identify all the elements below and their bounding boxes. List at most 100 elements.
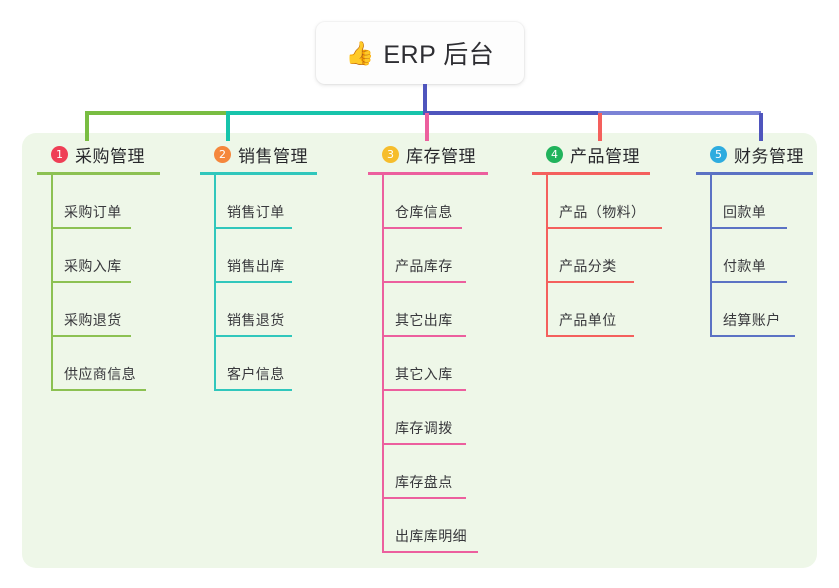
leaf-item[interactable]: 结算账户 [696,283,813,337]
leaf-item[interactable]: 销售出库 [200,229,317,283]
connector-segment-blue-2 [598,111,761,115]
branch-title-inventory: 库存管理 [406,146,476,166]
leaf-item-rule [710,281,787,283]
branch-title-procurement: 采购管理 [75,146,145,166]
branch-title-product: 产品管理 [570,146,640,166]
leaf-item-label: 销售出库 [227,258,285,274]
branch-title-sales: 销售管理 [238,146,308,166]
branch-header-inventory[interactable]: 3 库存管理 [368,141,488,167]
leaf-item[interactable]: 其它出库 [368,283,488,337]
root-connector-stem [423,84,427,115]
leaf-item-label: 销售退货 [227,312,285,328]
leaf-item-label: 产品单位 [559,312,617,328]
branch-badge-procurement: 1 [51,145,68,163]
leaf-item[interactable]: 库存调拨 [368,391,488,445]
leaf-item-rule [382,443,466,445]
leaf-item[interactable]: 付款单 [696,229,813,283]
leaf-item[interactable]: 采购订单 [37,175,160,229]
leaf-item[interactable]: 仓库信息 [368,175,488,229]
leaf-item-rule [214,281,292,283]
leaf-item-rule [710,335,795,337]
leaf-item[interactable]: 回款单 [696,175,813,229]
branch-header-product[interactable]: 4 产品管理 [532,141,650,167]
leaf-item-label: 结算账户 [723,312,781,328]
branch-badge-inventory: 3 [382,145,399,163]
leaf-item[interactable]: 客户信息 [200,337,317,391]
leaf-item[interactable]: 供应商信息 [37,337,160,391]
leaf-item-rule [382,281,466,283]
leaf-item-label: 客户信息 [227,366,285,382]
branch-header-procurement[interactable]: 1 采购管理 [37,141,160,167]
connector-drop-procurement [85,113,89,141]
branch-column-procurement: 1 采购管理采购订单采购入库采购退货供应商信息 [37,141,160,391]
connector-segment-teal [226,111,423,115]
leaf-item-label: 采购订单 [64,204,122,220]
leaf-item-rule [546,335,634,337]
leaf-item-rule [214,389,292,391]
branch-column-inventory: 3 库存管理仓库信息产品库存其它出库其它入库库存调拨库存盘点出库库明细 [368,141,488,553]
leaf-item-rule [382,227,462,229]
branch-column-product: 4 产品管理产品（物料） 产品分类产品单位 [532,141,662,337]
branch-items-sales: 销售订单销售出库销售退货客户信息 [200,175,317,391]
root-node-title: ERP 后台 [383,41,495,69]
branch-stem-procurement [51,175,53,391]
leaf-item-rule [214,227,292,229]
branch-stem-finance [710,175,712,337]
leaf-item-rule [710,227,787,229]
branch-stem-sales [214,175,216,391]
branch-stem-inventory [382,175,384,553]
leaf-item-label: 仓库信息 [395,204,453,220]
branch-rule-finance [696,172,813,175]
leaf-item-rule [382,335,466,337]
connector-segment-blue-1 [423,111,598,115]
leaf-item-rule [51,281,131,283]
leaf-item-label: 产品（物料） [559,204,646,220]
branch-items-finance: 回款单付款单结算账户 [696,175,813,337]
branch-stem-product [546,175,548,337]
leaf-item[interactable]: 销售退货 [200,283,317,337]
leaf-item[interactable]: 库存盘点 [368,445,488,499]
leaf-item[interactable]: 采购入库 [37,229,160,283]
connector-drop-sales [226,113,230,141]
leaf-item-label: 其它出库 [395,312,453,328]
leaf-item-rule [382,551,478,553]
leaf-item-label: 出库库明细 [395,528,467,544]
leaf-item[interactable]: 销售订单 [200,175,317,229]
leaf-item-label: 付款单 [723,258,767,274]
leaf-item[interactable]: 产品分类 [532,229,650,283]
leaf-item-label: 产品分类 [559,258,617,274]
leaf-item-label: 销售订单 [227,204,285,220]
leaf-item[interactable]: 出库库明细 [368,499,488,553]
diagram-panel [22,133,817,568]
leaf-item-label: 其它入库 [395,366,453,382]
leaf-item-rule [546,281,634,283]
branch-items-inventory: 仓库信息产品库存其它出库其它入库库存调拨库存盘点出库库明细 [368,175,488,553]
leaf-item-rule [382,389,466,391]
branch-items-procurement: 采购订单采购入库采购退货供应商信息 [37,175,160,391]
branch-header-sales[interactable]: 2 销售管理 [200,141,317,167]
branch-badge-product: 4 [546,145,563,163]
branch-rule-procurement [37,172,160,175]
leaf-item[interactable]: 产品（物料） [532,175,662,229]
leaf-item-label: 产品库存 [395,258,453,274]
leaf-item[interactable]: 其它入库 [368,337,488,391]
root-node[interactable]: 👍 ERP 后台 [316,22,524,84]
leaf-item[interactable]: 采购退货 [37,283,160,337]
leaf-item-rule [546,227,662,229]
branch-rule-sales [200,172,317,175]
branch-rule-product [532,172,650,175]
leaf-item-rule [51,227,131,229]
branch-badge-sales: 2 [214,145,231,163]
thumbs-up-icon: 👍 [345,39,375,66]
leaf-item[interactable]: 产品库存 [368,229,488,283]
connector-drop-inventory [425,113,429,141]
branch-items-product: 产品（物料） 产品分类产品单位 [532,175,662,337]
branch-rule-inventory [368,172,488,175]
leaf-item-label: 采购退货 [64,312,122,328]
leaf-item[interactable]: 产品单位 [532,283,650,337]
leaf-item-rule [382,497,466,499]
leaf-item-label: 库存调拨 [395,420,453,436]
branch-badge-finance: 5 [710,145,727,163]
leaf-item-label: 供应商信息 [64,366,136,382]
